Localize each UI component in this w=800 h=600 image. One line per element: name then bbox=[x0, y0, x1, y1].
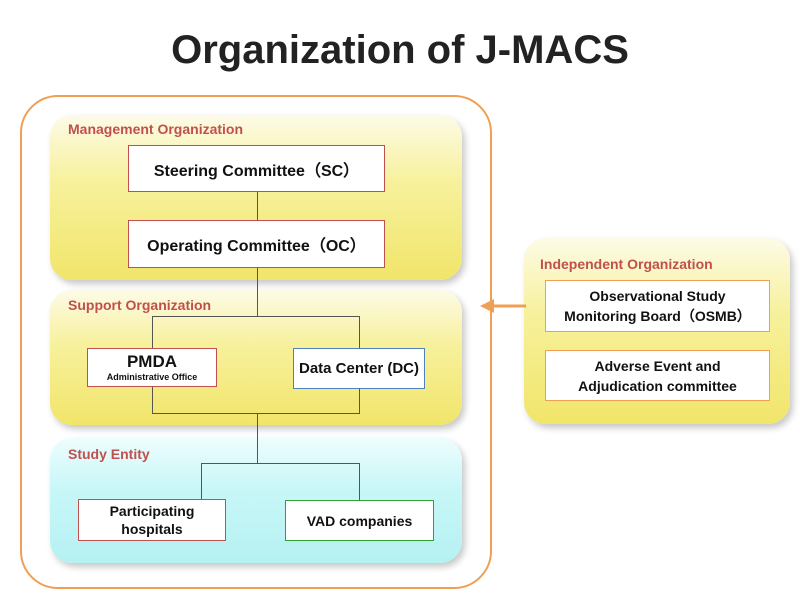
connector-to-data-center bbox=[359, 316, 360, 348]
adverse-event-box: Adverse Event and Adjudication committee bbox=[545, 350, 770, 401]
connector-oc-support bbox=[257, 268, 258, 316]
jmacs-organization-frame bbox=[20, 95, 492, 589]
independent-organization-label: Independent Organization bbox=[540, 256, 713, 272]
steering-committee-text: Steering Committee（SC） bbox=[153, 162, 360, 180]
vad-companies-text: VAD companies bbox=[306, 512, 413, 529]
support-organization-label: Support Organization bbox=[68, 297, 212, 313]
study-entity-label: Study Entity bbox=[68, 446, 150, 462]
connector-to-pmda bbox=[152, 316, 153, 348]
connector-sc-oc bbox=[257, 192, 258, 220]
pmda-box: PMDA Administrative Office bbox=[87, 348, 217, 387]
connector-to-study-entity bbox=[257, 413, 258, 463]
participating-hospitals-line2: hospitals bbox=[121, 521, 183, 537]
osmb-line2: Monitoring Board（OSMB） bbox=[564, 308, 751, 324]
participating-hospitals-line1: Participating bbox=[109, 503, 195, 519]
osmb-line1: Observational Study bbox=[589, 288, 726, 304]
connector-to-hospitals bbox=[201, 463, 202, 499]
connector-study-horizontal bbox=[201, 463, 359, 464]
adverse-event-line1: Adverse Event and bbox=[594, 357, 721, 374]
operating-committee-box: Operating Committee（OC） bbox=[128, 220, 385, 268]
participating-hospitals-box: Participating hospitals bbox=[78, 499, 226, 541]
connector-support-horizontal bbox=[152, 316, 360, 317]
arrow-head bbox=[480, 299, 494, 313]
pmda-subtext: Administrative Office bbox=[106, 372, 198, 382]
connector-data-center-down bbox=[359, 389, 360, 413]
arrow-left-icon bbox=[480, 299, 526, 313]
osmb-box: Observational Study Monitoring Board（OSM… bbox=[545, 280, 770, 332]
adverse-event-line2: Adjudication committee bbox=[578, 377, 737, 394]
connector-support-bottom-horizontal bbox=[152, 413, 360, 414]
data-center-box: Data Center (DC) bbox=[293, 348, 425, 389]
operating-committee-text: Operating Committee（OC） bbox=[147, 238, 366, 255]
management-organization-label: Management Organization bbox=[68, 121, 244, 137]
page-title: Organization of J-MACS bbox=[171, 28, 629, 72]
steering-committee-box: Steering Committee（SC） bbox=[128, 145, 385, 192]
pmda-text: PMDA bbox=[126, 352, 178, 371]
connector-to-vad bbox=[359, 463, 360, 500]
vad-companies-box: VAD companies bbox=[285, 500, 434, 541]
connector-pmda-down bbox=[152, 387, 153, 413]
data-center-text: Data Center (DC) bbox=[298, 360, 419, 377]
